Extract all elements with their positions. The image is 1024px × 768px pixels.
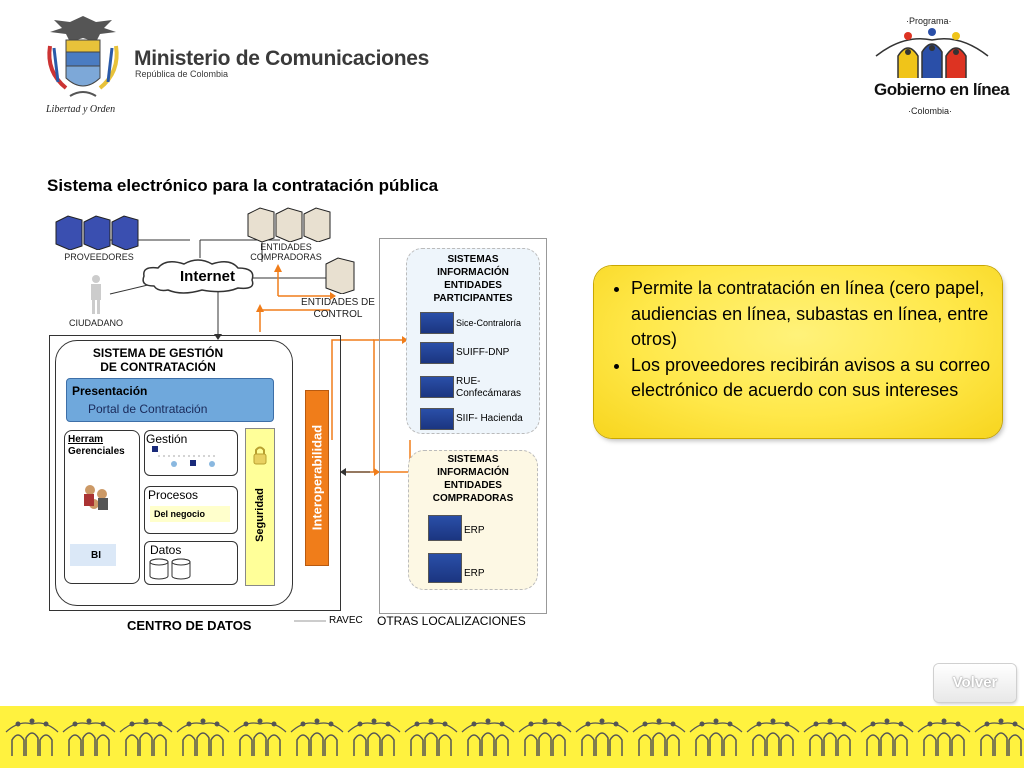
bi-label: BI [91, 550, 101, 561]
portal-label: Portal de Contratación [88, 402, 208, 416]
compradora-label-2: ERP [464, 568, 485, 579]
architecture-diagram: PROVEEDORES ENTIDADES COMPRADORAS Intern… [40, 200, 560, 640]
otras-localizaciones-label: OTRAS LOCALIZACIONES [377, 614, 526, 628]
gel-people-logo [874, 26, 990, 82]
centro-datos-label: CENTRO DE DATOS [127, 618, 252, 633]
info-callout: Permite la contratación en línea (cero p… [594, 266, 1002, 438]
footer-people-pattern [5, 717, 1024, 757]
herram-label: Herram [68, 434, 104, 445]
lock-icon [251, 445, 269, 465]
otras-localizaciones-box [379, 238, 547, 614]
gestion-box [144, 430, 238, 476]
procesos-label: Procesos [148, 488, 199, 502]
ministry-title: Ministerio de Comunicaciones [134, 47, 429, 70]
centro-datos-box [49, 335, 341, 611]
entidades-control-server-icon [324, 256, 358, 295]
gestion-label: Gestión [146, 432, 188, 446]
presentacion-label: Presentación [72, 384, 148, 398]
gel-programa-text: ·Programa· [906, 16, 952, 26]
participante-app-icon-1 [420, 312, 454, 334]
internet-cloud-icon [138, 258, 258, 294]
ravec-label: RAVEC [329, 615, 363, 626]
callout-bullet-2: Los proveedores recibirán avisos a su co… [631, 353, 1002, 404]
interoperabilidad-label: Interoperabilidad [309, 424, 325, 531]
compradora-label-1: ERP [464, 525, 485, 536]
sistema-gestion-box [55, 340, 293, 606]
procesos-box [144, 486, 238, 534]
seguridad-label: Seguridad [254, 488, 266, 542]
diagram-connectors [92, 239, 432, 622]
interoperabilidad-box [305, 390, 329, 566]
managers-clipart-icon [80, 480, 114, 514]
gerenciales-label: Gerenciales [68, 446, 125, 457]
entidades-control-label: ENTIDADES DE CONTROL [301, 297, 375, 320]
participante-label-1: Sice-Contraloría [456, 318, 522, 328]
volver-button[interactable]: Volver [934, 664, 1016, 702]
participante-app-icon-2 [420, 342, 454, 364]
participante-label-2: SUIFF-DNP [456, 347, 510, 358]
del-negocio-box [150, 506, 230, 522]
datos-label: Datos [150, 543, 182, 557]
coat-of-arms-logo [40, 12, 126, 104]
del-negocio-label: Del negocio [154, 509, 206, 519]
participante-app-icon-4 [420, 408, 454, 430]
participante-label-4: SIIF- Hacienda [456, 413, 523, 424]
internet-label: Internet [180, 268, 236, 285]
gestion-workflow-icon [150, 444, 222, 470]
datos-box [144, 541, 238, 585]
ciudadano-label: CIUDADANO [68, 318, 123, 328]
bi-box [70, 544, 116, 566]
participante-label-3: RUE-Confecámaras [456, 376, 522, 399]
herram-box [64, 430, 140, 584]
sistema-gestion-title: SISTEMA DE GESTIÓN DE CONTRATACIÓN [92, 346, 224, 374]
slide-title: Sistema electrónico para la contratación… [47, 176, 439, 195]
compradoras-title: SISTEMAS INFORMACIÓN ENTIDADES COMPRADOR… [432, 454, 514, 504]
motto-text: Libertad y Orden [46, 104, 116, 115]
proveedores-servers-icon [54, 214, 144, 251]
ministry-subtitle: República de Colombia [135, 69, 229, 79]
database-icon [148, 558, 192, 580]
entidades-compradoras-label: ENTIDADES COMPRADORAS [250, 242, 322, 262]
footer-band [0, 706, 1024, 768]
participantes-title: SISTEMAS INFORMACIÓN ENTIDADES PARTICIPA… [433, 254, 513, 304]
participante-app-icon-3 [420, 376, 454, 398]
presentacion-box [66, 378, 274, 422]
entidades-compradoras-servers-icon [246, 206, 334, 243]
gel-colombia-text: ·Colombia· [908, 106, 953, 116]
ciudadano-person-icon [88, 274, 104, 314]
compradora-app-icon-2 [428, 553, 462, 583]
proveedores-label: PROVEEDORES [64, 252, 134, 262]
callout-bullet-1: Permite la contratación en línea (cero p… [631, 276, 1002, 353]
participantes-box [406, 248, 540, 434]
compradora-app-icon-1 [428, 515, 462, 541]
gel-title: Gobierno en línea [874, 80, 1010, 99]
